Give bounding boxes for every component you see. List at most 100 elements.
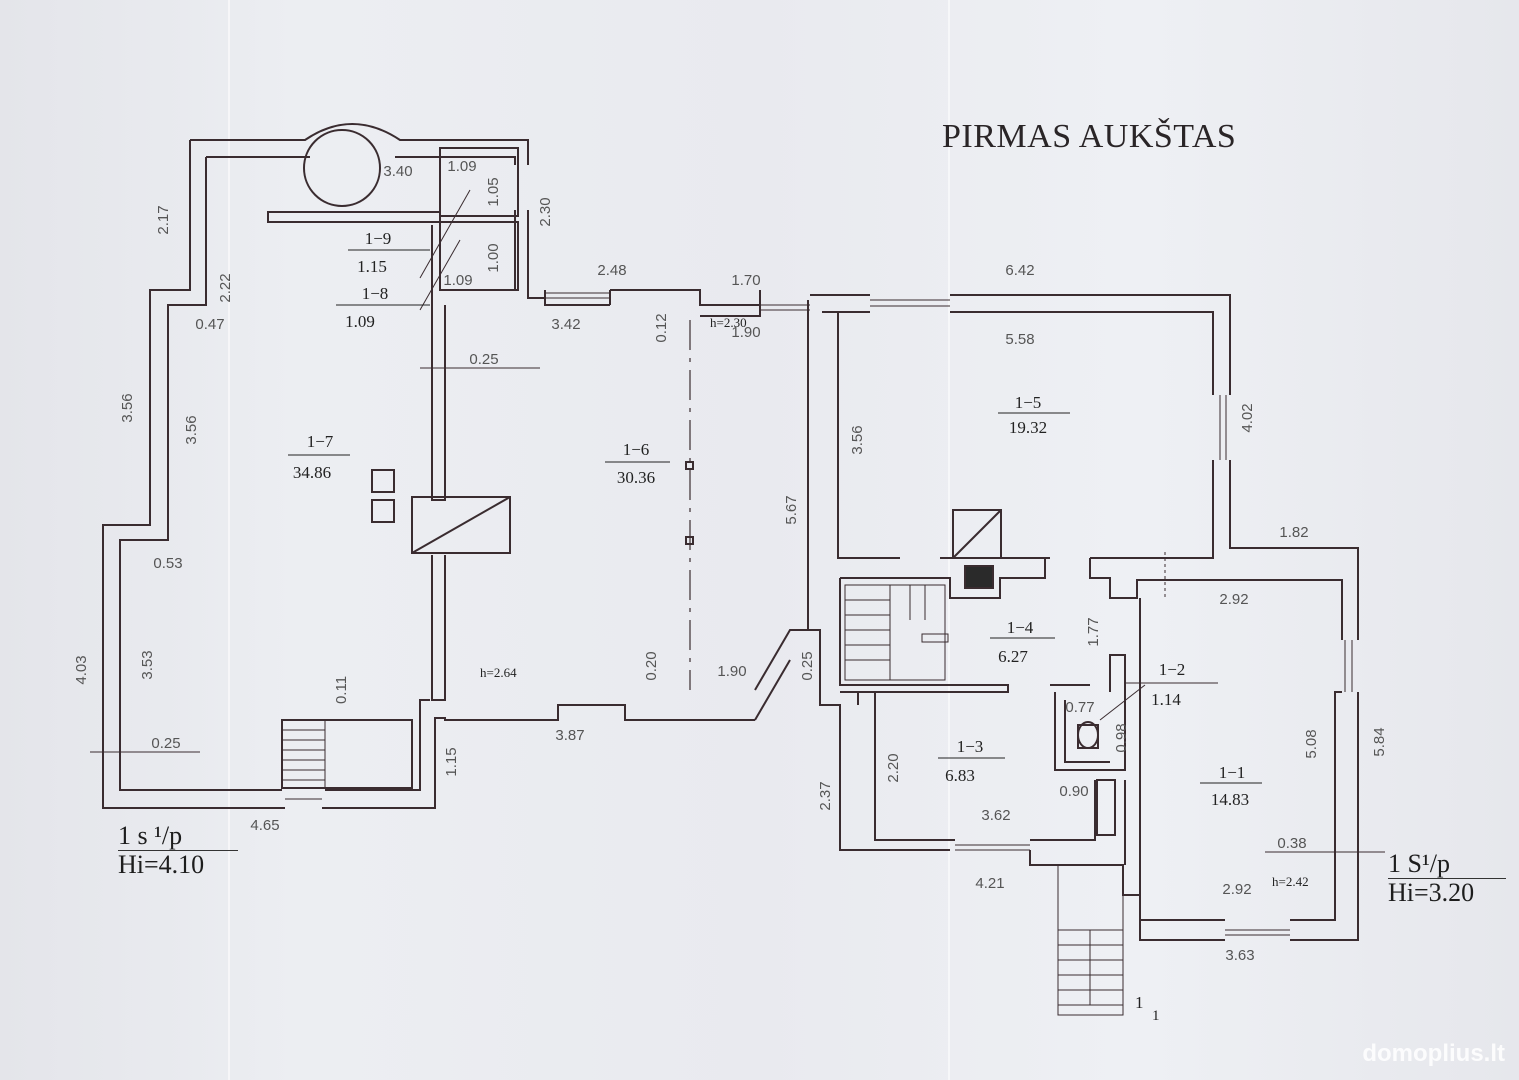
dim: 2.48 bbox=[597, 262, 626, 279]
dim: 4.21 bbox=[975, 875, 1004, 892]
room-id: 1−8 bbox=[362, 284, 389, 303]
room-1-8-box bbox=[439, 221, 519, 291]
dim: 3.62 bbox=[981, 807, 1010, 824]
dim: 5.67 bbox=[783, 495, 800, 524]
dimension-labels: 3.40 1.09 1.05 2.30 1.00 1.09 2.17 2.22 … bbox=[73, 158, 1388, 964]
dim: 0.20 bbox=[643, 651, 660, 680]
dim: 3.56 bbox=[183, 415, 200, 444]
dim: 5.58 bbox=[1005, 331, 1034, 348]
room-id: 1−3 bbox=[957, 737, 984, 756]
dim: 1.90 bbox=[731, 324, 760, 341]
dim: 1.77 bbox=[1085, 617, 1102, 646]
dim: 0.25 bbox=[799, 651, 816, 680]
paper-fold bbox=[228, 0, 230, 1080]
dim: 4.02 bbox=[1239, 403, 1256, 432]
dim: 0.53 bbox=[153, 555, 182, 572]
level-right-label: 1 S¹/p bbox=[1388, 849, 1450, 878]
vent bbox=[371, 499, 395, 523]
room-id: 1−7 bbox=[307, 432, 334, 451]
dim: 3.53 bbox=[139, 650, 156, 679]
dim: 2.20 bbox=[885, 753, 902, 782]
entrance-stairs bbox=[1057, 864, 1124, 1016]
dim: 0.38 bbox=[1277, 835, 1306, 852]
partition-top bbox=[267, 211, 441, 223]
ceiling-height: h=2.30 bbox=[710, 315, 747, 330]
watermark: domoplius.lt bbox=[1362, 1040, 1505, 1067]
ceiling-height: h=2.42 bbox=[1272, 874, 1309, 889]
dim: 2.92 bbox=[1222, 881, 1251, 898]
entrance-label: 1 bbox=[1135, 993, 1144, 1012]
dim: 0.90 bbox=[1059, 783, 1088, 800]
room-area: 19.32 bbox=[1009, 418, 1047, 437]
dim: 0.25 bbox=[151, 735, 180, 752]
dim: 2.37 bbox=[817, 781, 834, 810]
dim: 1.90 bbox=[717, 663, 746, 680]
dim: 5.08 bbox=[1303, 729, 1320, 758]
dim: 0.12 bbox=[653, 313, 670, 342]
dim: 2.92 bbox=[1219, 591, 1248, 608]
vent bbox=[371, 469, 395, 493]
dim: 6.42 bbox=[1005, 262, 1034, 279]
level-right-block: 1 S¹/p Hi=3.20 bbox=[1388, 850, 1506, 907]
dim: 0.25 bbox=[469, 351, 498, 368]
dim: 0.11 bbox=[333, 676, 350, 704]
room-area: 34.86 bbox=[293, 463, 331, 482]
dim: 1.05 bbox=[485, 177, 502, 206]
room-1-2-walls bbox=[1054, 654, 1126, 771]
vent-right bbox=[964, 565, 994, 589]
room-area: 1.14 bbox=[1151, 690, 1181, 709]
dim: 1.82 bbox=[1279, 524, 1308, 541]
chimney-right bbox=[952, 509, 1002, 559]
wall-top-1-6 bbox=[544, 289, 761, 317]
room-id: 1−9 bbox=[365, 229, 392, 248]
dim: 1.70 bbox=[731, 272, 760, 289]
entrance-sub: 1 bbox=[1152, 1008, 1160, 1024]
dim: 2.30 bbox=[537, 197, 554, 226]
dim: 2.22 bbox=[217, 273, 234, 302]
room-1-9-box bbox=[439, 147, 519, 217]
dim: 5.84 bbox=[1371, 727, 1388, 756]
room-area: 1.15 bbox=[357, 257, 387, 276]
dim: 1.00 bbox=[485, 243, 502, 272]
level-left-label: 1 s ¹/p bbox=[118, 821, 183, 850]
floor-title: PIRMAS AUKŠTAS bbox=[942, 118, 1237, 155]
right-outer-wall bbox=[807, 294, 1359, 941]
dim: 3.56 bbox=[849, 425, 866, 454]
round-tower bbox=[303, 129, 381, 207]
corridor-walls bbox=[840, 558, 1343, 640]
level-left-height: Hi=4.10 bbox=[118, 850, 238, 879]
stairs-left bbox=[281, 719, 413, 789]
stairs-internal bbox=[844, 584, 949, 681]
right-inner-wall bbox=[822, 311, 1214, 559]
ceiling-height: h=2.64 bbox=[480, 665, 517, 680]
dim: 3.63 bbox=[1225, 947, 1254, 964]
dim: 1.09 bbox=[443, 272, 472, 289]
dim: 0.77 bbox=[1065, 699, 1094, 716]
dim: 3.40 bbox=[383, 163, 412, 180]
level-right-height: Hi=3.20 bbox=[1388, 878, 1506, 907]
dim: 1.15 bbox=[443, 747, 460, 776]
dim: 2.17 bbox=[155, 205, 172, 234]
dim: 0.98 bbox=[1113, 723, 1130, 752]
room-1-3-walls bbox=[857, 692, 1126, 865]
room-labels: 1−7 34.86 1−6 30.36 1−5 19.32 1−4 6.27 1… bbox=[288, 229, 1262, 809]
room-area: 1.09 bbox=[345, 312, 375, 331]
dim: 3.42 bbox=[551, 316, 580, 333]
room-id: 1−6 bbox=[623, 440, 650, 459]
dim: 4.65 bbox=[250, 817, 279, 834]
dim: 0.47 bbox=[195, 316, 224, 333]
room-id: 1−4 bbox=[1007, 618, 1034, 637]
room-id: 1−2 bbox=[1159, 660, 1186, 679]
dim: 3.56 bbox=[119, 393, 136, 422]
wall-1-7-1-6 bbox=[431, 225, 446, 701]
room-area: 30.36 bbox=[617, 468, 655, 487]
room-area: 6.27 bbox=[998, 647, 1028, 666]
dim: 3.87 bbox=[555, 727, 584, 744]
room-area: 14.83 bbox=[1211, 790, 1249, 809]
dim: 4.03 bbox=[73, 655, 90, 684]
chimney bbox=[411, 496, 511, 554]
left-outer-wall bbox=[102, 123, 755, 809]
level-left-block: 1 s ¹/p Hi=4.10 bbox=[118, 822, 238, 879]
